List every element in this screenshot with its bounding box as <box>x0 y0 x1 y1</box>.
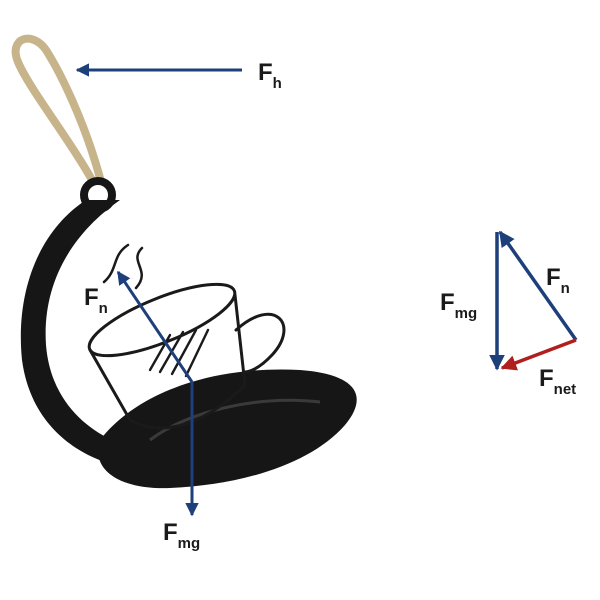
triangle-label-force-mg: Fmg <box>440 289 477 322</box>
holder-arm <box>20 200 120 462</box>
label-force-n: Fn <box>84 284 108 317</box>
triangle-label-force-net: Fnet <box>539 365 576 398</box>
triangle-arrow-force-n <box>498 230 578 342</box>
label-force-mg: Fmg <box>163 519 200 552</box>
label-force-h: Fh <box>258 59 282 92</box>
holder-base <box>98 369 357 489</box>
cup-holder-illustration <box>11 34 357 489</box>
cup-sketch <box>87 243 286 430</box>
hanging-cord <box>11 34 104 184</box>
steam <box>102 243 130 284</box>
vector-triangle <box>489 230 578 371</box>
arrow-force-n <box>116 270 194 383</box>
triangle-label-force-n: Fn <box>546 264 570 297</box>
triangle-arrow-force-net <box>500 338 577 371</box>
